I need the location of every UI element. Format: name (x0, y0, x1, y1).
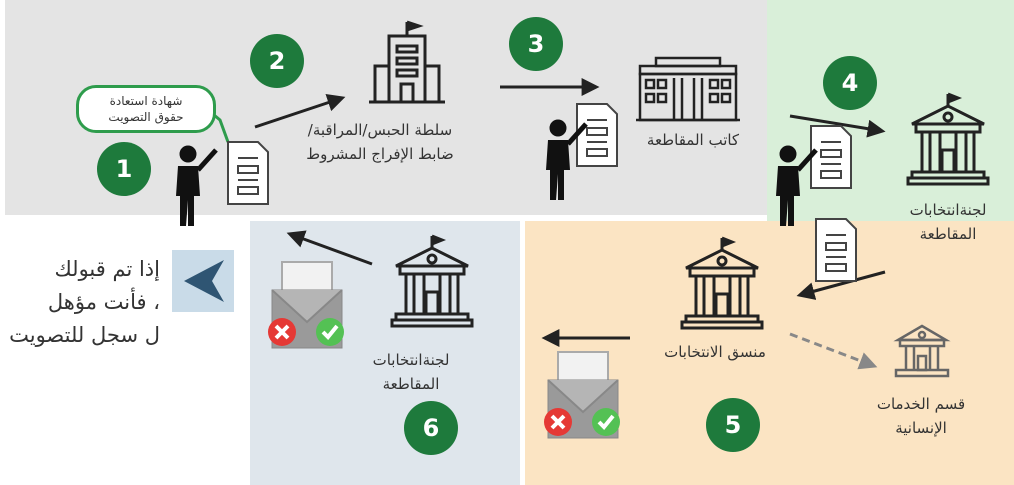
eligibility-line-2: ، فأنت مؤهل (47, 290, 160, 314)
document-icon (815, 218, 857, 282)
certificate-note: شهادة استعادة حقوق التصويت (76, 85, 216, 133)
step-3-label: كاتب المقاطعة (630, 128, 756, 152)
step-6-label: لجنةانتخابات المقاطعة (356, 348, 466, 396)
step-4-label-line-1: لجنةانتخابات (909, 201, 987, 219)
office-building-icon (369, 20, 445, 104)
step-3-label-line-1: كاتب المقاطعة (646, 131, 740, 149)
ballot-envelope-icon (542, 350, 622, 440)
small-building-icon (893, 324, 951, 378)
government-building-icon (906, 92, 990, 186)
eligibility-line-1: إذا تم قبولك (54, 257, 160, 281)
step-5-label-line-1: منسق الانتخابات (664, 343, 766, 361)
step-panel-green (767, 0, 1014, 252)
arrow-5-to-side (789, 332, 878, 370)
step-badge-2: 2 (250, 34, 304, 88)
step-5-side-label: قسم الخدمات الإنسانية (856, 392, 986, 440)
chevron-left-icon (184, 260, 224, 302)
eligibility-note: إذا تم قبولك ، فأنت مؤهل ل سجل للتصويت (0, 253, 160, 352)
step-5-side-line-1: قسم الخدمات (876, 395, 966, 413)
arrow-1-to-2 (254, 94, 346, 129)
government-building-icon (680, 236, 764, 330)
document-icon (576, 103, 618, 167)
certificate-line-1: شهادة استعادة (109, 94, 183, 108)
arrow-3-to-4 (789, 114, 886, 138)
step-badge-3: 3 (509, 17, 563, 71)
step-6-label-line-1: لجنةانتخابات (372, 351, 450, 369)
step-5-side-line-2: الإنسانية (895, 419, 947, 437)
document-icon (227, 141, 269, 205)
step-6-label-line-2: المقاطعة (382, 375, 440, 393)
arrow-6-to-result (286, 230, 373, 266)
step-4-label-line-2: المقاطعة (919, 225, 977, 243)
step-5-label: منسق الانتخابات (640, 340, 790, 364)
step-badge-6: 6 (404, 401, 458, 455)
step-badge-4: 4 (823, 56, 877, 110)
eligibility-line-3: ل سجل للتصويت (9, 323, 160, 347)
step-4-label: لجنةانتخابات المقاطعة (893, 198, 1003, 246)
step-badge-5: 5 (706, 398, 760, 452)
courthouse-icon (636, 56, 740, 122)
person-icon (176, 145, 218, 226)
step-2-label-line-1: سلطة الحبس/المراقبة/ (307, 121, 453, 139)
government-building-icon (390, 234, 474, 328)
chevron-icon (172, 250, 234, 312)
ballot-envelope-icon (268, 261, 344, 349)
certificate-line-2: حقوق التصويت (108, 110, 184, 124)
step-2-label: سلطة الحبس/المراقبة/ ضابط الإفراج المشرو… (300, 118, 460, 166)
step-badge-1: 1 (97, 142, 151, 196)
document-icon (810, 125, 852, 189)
step-2-label-line-2: ضابط الإفراج المشروط (306, 145, 454, 163)
arrow-4-to-5 (796, 270, 886, 300)
